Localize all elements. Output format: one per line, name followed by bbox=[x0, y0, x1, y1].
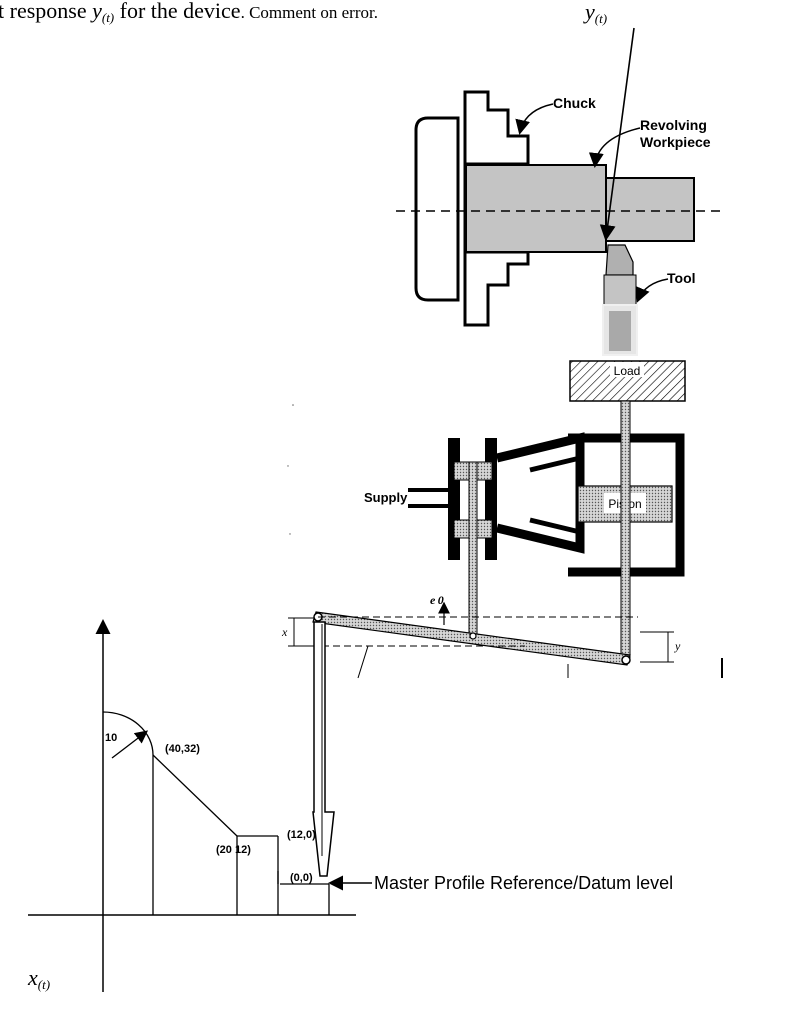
datum-label: Master Profile Reference/Datum level bbox=[374, 873, 673, 893]
load-label: Load bbox=[614, 364, 641, 378]
master-profile bbox=[28, 619, 356, 992]
tool-tip bbox=[605, 244, 634, 276]
point-0-0: (0,0) bbox=[290, 872, 313, 884]
revolving-workpiece bbox=[465, 164, 607, 253]
output-label-y: y(t) bbox=[583, 0, 607, 26]
revolving-label-1: Revolving bbox=[640, 117, 707, 133]
stylus-follower bbox=[312, 621, 335, 877]
question-text: t response y(t) for the device. Comment … bbox=[0, 0, 378, 25]
input-label-x: x(t) bbox=[27, 965, 50, 992]
point-12-0: (12,0) bbox=[287, 829, 316, 841]
workpiece-end bbox=[605, 177, 695, 242]
chuck-label: Chuck bbox=[553, 95, 596, 111]
output-pointer-arrow bbox=[599, 27, 635, 242]
point-40-32: (40,32) bbox=[165, 743, 200, 755]
error-label: e 0 bbox=[430, 593, 444, 607]
tool-holder bbox=[603, 274, 637, 306]
supply-label: Supply bbox=[364, 490, 408, 505]
point-20-12: (20 12) bbox=[216, 844, 251, 856]
tool-label: Tool bbox=[667, 270, 696, 286]
x-displacement-label: x bbox=[281, 625, 288, 639]
radius-label: 10 bbox=[105, 732, 117, 744]
revolving-label-2: Workpiece bbox=[640, 134, 711, 150]
tool-shank-core bbox=[609, 311, 631, 351]
hydraulic-valve-cylinder: Piston bbox=[408, 400, 685, 662]
lathe-chuck bbox=[414, 90, 530, 327]
piston-rod bbox=[620, 400, 631, 662]
y-displacement-label: y bbox=[674, 639, 681, 653]
